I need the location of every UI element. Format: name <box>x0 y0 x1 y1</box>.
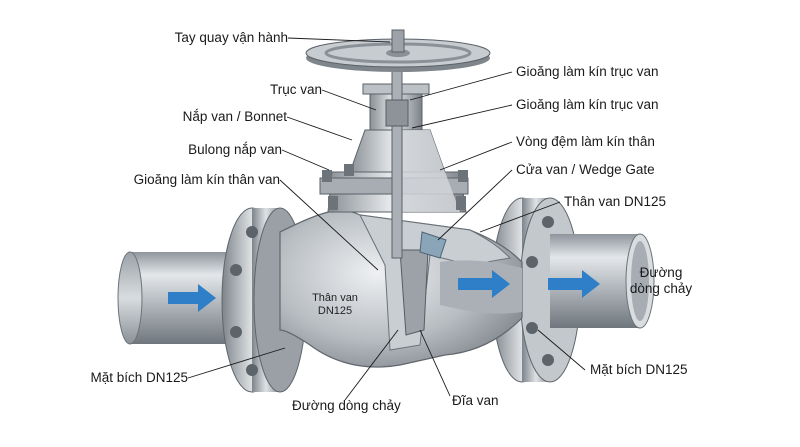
body-marking-line2: DN125 <box>317 305 353 317</box>
label-bonnet: Nắp van / Bonnet <box>182 109 287 124</box>
label-flow-path-right: Đường dòng chảy <box>626 265 696 297</box>
label-stem-gasket-2: Gioăng làm kín trục van <box>516 97 659 112</box>
label-flange-right: Mặt bích DN125 <box>590 362 688 377</box>
label-valve-body: Thân van DN125 <box>564 194 667 209</box>
label-wedge-gate: Cửa van / Wedge Gate <box>516 162 655 177</box>
label-body-gasket: Gioăng làm kín thân van <box>133 172 280 187</box>
label-flow-path-bottom: Đường dòng chảy <box>292 398 401 413</box>
label-flow-path-line2: dòng chảy <box>629 281 693 296</box>
flow-arrows <box>168 270 600 312</box>
label-handwheel: Tay quay vận hành <box>174 30 288 45</box>
leader-lines <box>187 37 586 401</box>
body-marking-line1: Thân van <box>312 292 358 304</box>
label-body-seal-ring: Vòng đệm làm kín thân <box>516 134 655 149</box>
label-bonnet-bolt: Bulong nắp van <box>188 142 282 157</box>
label-stem: Trục van <box>269 82 322 97</box>
label-stem-gasket-1: Gioăng làm kín trục van <box>516 64 659 79</box>
handwheel <box>305 29 491 72</box>
label-flow-path-line1: Đường <box>639 265 683 280</box>
label-flange-left: Mặt bích DN125 <box>90 370 188 385</box>
label-disc: Đĩa van <box>452 393 499 408</box>
body-marking: Thân van DN125 <box>300 292 370 318</box>
